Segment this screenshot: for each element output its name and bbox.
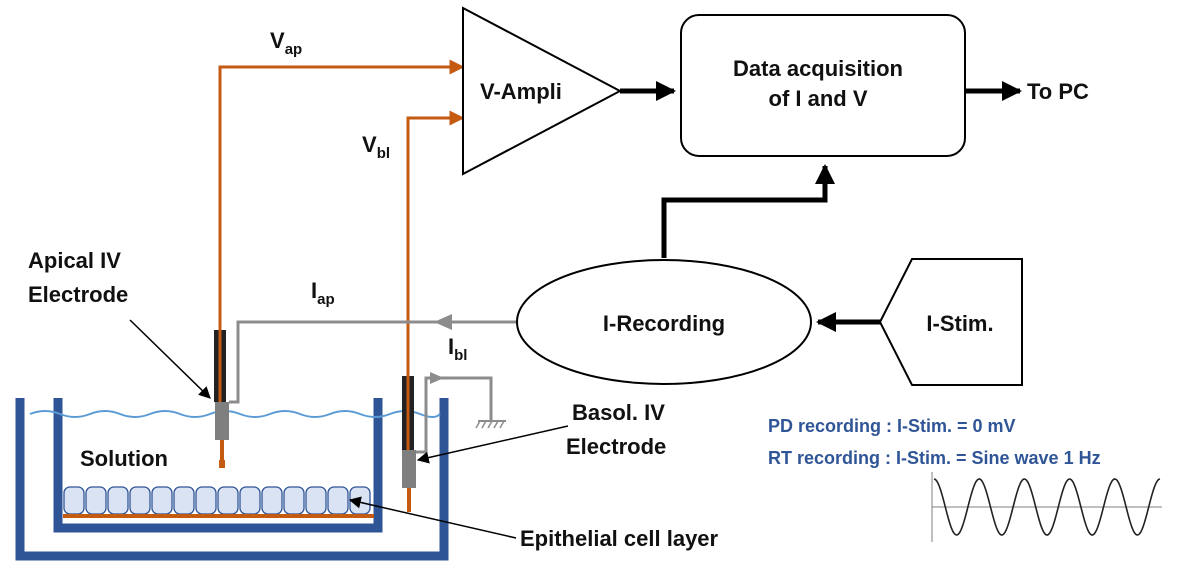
data-acquisition-label-line1: Data acquisition	[733, 56, 903, 81]
sine-wave-inset	[931, 472, 1162, 542]
epithelial-callout-arrow	[348, 496, 517, 539]
water-surface	[29, 410, 441, 418]
epithelial-cell	[239, 486, 261, 515]
basol-callout-arrow	[416, 425, 569, 464]
epithelial-cell	[327, 486, 349, 515]
tank-outer-wall	[15, 398, 449, 561]
recording-to-daq-arrow	[661, 164, 835, 258]
i-bl-arrowhead	[430, 372, 444, 384]
ground-symbol	[475, 420, 506, 429]
solution-label: Solution	[80, 446, 168, 471]
apical-electrode-tip	[215, 402, 229, 440]
to-pc-label: To PC	[1027, 79, 1089, 104]
epithelial-cell	[195, 486, 217, 515]
v-bl-label: Vbl	[362, 132, 390, 162]
data-acquisition-label-line2: of I and V	[769, 86, 868, 111]
basol-electrode-label-line1: Basol. IV	[572, 400, 665, 425]
sine-wave	[933, 478, 1161, 536]
epithelial-cell	[151, 486, 173, 515]
i-recording-ellipse	[516, 259, 812, 385]
epithelial-cell	[129, 486, 151, 515]
epithelial-cell	[63, 486, 85, 515]
data-acquisition-box	[680, 14, 966, 157]
v-bl-wire	[406, 110, 465, 376]
basolateral-electrode-tip	[402, 450, 416, 488]
epithelial-cell	[107, 486, 129, 515]
basol-electrode-label-line2: Electrode	[566, 434, 666, 459]
i-recording-label: I-Recording	[603, 311, 725, 336]
i-ap-label: Iap	[311, 278, 335, 308]
v-ap-label: Vap	[270, 28, 302, 58]
tank	[15, 398, 449, 561]
epithelial-cell	[305, 486, 327, 515]
apical-electrode-label-line1: Apical IV	[28, 248, 121, 273]
rt-recording-note: RT recording : I-Stim. = Sine wave 1 Hz	[768, 448, 1101, 468]
epithelial-layer-label: Epithelial cell layer	[520, 526, 719, 551]
pd-recording-note: PD recording : I-Stim. = 0 mV	[768, 416, 1016, 436]
epithelial-cell	[85, 486, 107, 515]
voltage-wires	[218, 59, 465, 376]
i-bl-label: Ibl	[448, 334, 467, 364]
v-ampli-triangle	[462, 6, 623, 176]
i-ap-wire	[229, 320, 517, 404]
apical-electrode-label-line2: Electrode	[28, 282, 128, 307]
apical-electrode	[214, 330, 229, 468]
epithelial-cell	[283, 486, 305, 515]
i-stim-label: I-Stim.	[926, 311, 993, 336]
i-bl-wire	[416, 376, 493, 454]
v-ampli-label: V-Ampli	[480, 79, 562, 104]
apical-callout-arrow	[129, 319, 211, 399]
epithelial-cell	[173, 486, 195, 515]
i-ap-arrowhead	[434, 314, 452, 330]
epithelial-cell	[261, 486, 283, 515]
basolateral-electrode	[402, 376, 416, 512]
epithelial-cell-layer	[63, 486, 374, 518]
current-wires	[229, 314, 517, 454]
i-stim-pentagon	[878, 258, 1023, 386]
v-ap-wire	[218, 59, 465, 330]
epithelial-cell	[217, 486, 239, 515]
tank-inner-wall	[53, 398, 383, 533]
